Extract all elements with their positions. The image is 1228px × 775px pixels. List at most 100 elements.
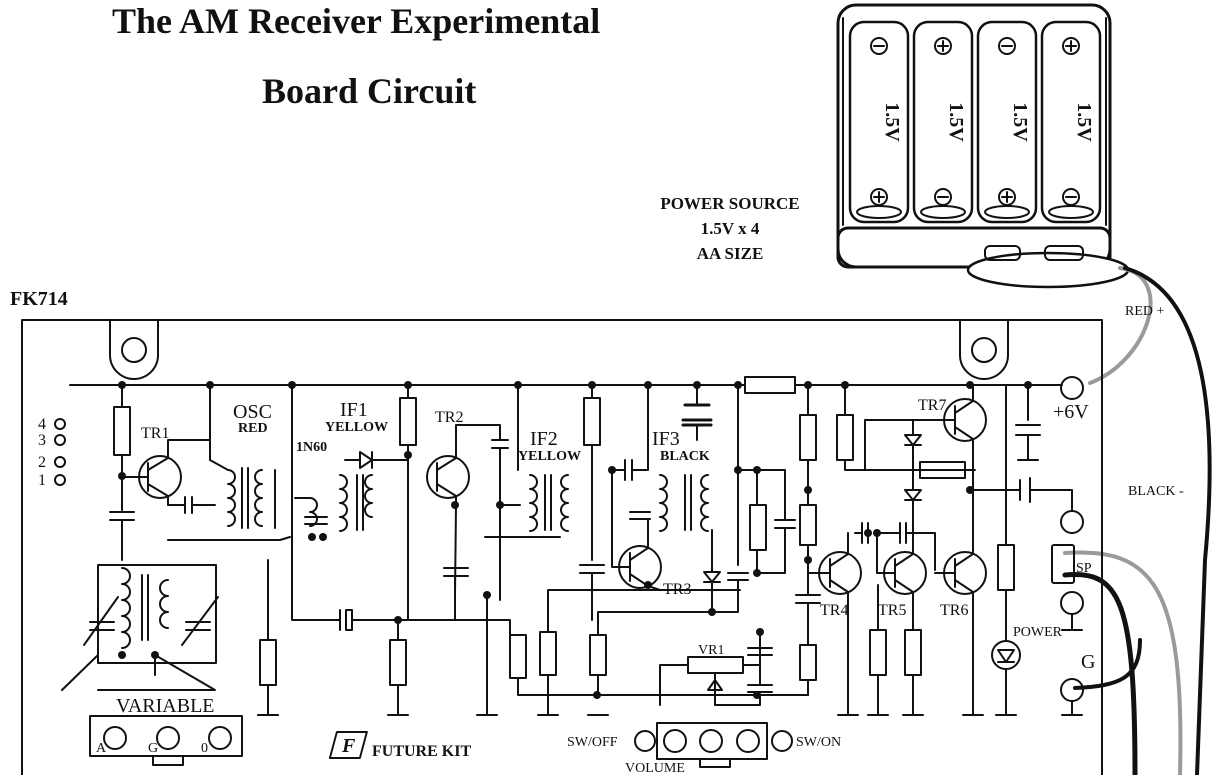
ground-symbols <box>257 459 1029 716</box>
ground-terminal <box>1060 678 1084 702</box>
tr5-label: TR5 <box>878 602 906 619</box>
variable-label: VARIABLE <box>116 695 215 717</box>
if3-color-label: BLACK <box>660 449 710 464</box>
resistor-r-c <box>589 634 607 696</box>
power-led <box>991 639 1021 716</box>
feedback-resistor <box>877 461 966 479</box>
tr4-label: TR4 <box>820 602 848 619</box>
if3-coil <box>629 384 709 532</box>
battery-cell-1 <box>848 20 910 224</box>
vr1-label: VR1 <box>698 643 724 658</box>
pin-1-label: 1 <box>38 472 46 489</box>
tr5-transistor <box>876 532 927 631</box>
black-wire-label: BLACK - <box>1128 484 1184 499</box>
power-source-caption: POWER SOURCE 1.5V x 4 AA SIZE <box>625 191 835 266</box>
variable-a-label: A <box>96 741 107 756</box>
tr5-coupling-caps <box>854 522 936 571</box>
tr1-bias-resistor <box>113 384 131 511</box>
tr7-transistor <box>864 384 987 491</box>
speaker-ground <box>1061 613 1083 631</box>
tr6-transistor <box>934 489 987 716</box>
pin-4-label: 4 <box>38 416 46 433</box>
board-outline <box>21 319 1103 775</box>
tr2-transistor <box>426 424 501 596</box>
board-model: FK714 <box>10 288 68 310</box>
antenna-coil <box>61 564 219 691</box>
filter-cap-1 <box>329 609 511 646</box>
tr3-coupling-cap <box>611 384 649 481</box>
if1-label: IF1 <box>340 399 368 421</box>
osc-coil <box>209 384 276 529</box>
if2-cap <box>579 564 605 621</box>
if3-decouple-cap <box>681 403 713 427</box>
diode-1n60 <box>344 451 409 469</box>
resistor-r-a <box>509 634 809 696</box>
if3-label: IF3 <box>652 428 680 450</box>
osc-wire <box>167 536 291 541</box>
tr1-emitter-cap <box>109 511 135 561</box>
diode-label: 1N60 <box>296 440 327 455</box>
if2-label: IF2 <box>530 428 558 450</box>
pin-3-label: 3 <box>38 432 46 449</box>
agc-resistor <box>387 619 409 716</box>
detector-network <box>737 469 796 574</box>
speaker-wire-gray <box>1063 550 1183 775</box>
volume-connector <box>634 722 793 768</box>
red-wire <box>1088 266 1153 385</box>
red-wire-label: RED + <box>1125 304 1165 319</box>
cell-voltage-3: 1.5V <box>1009 102 1031 142</box>
ground-label: G <box>1081 651 1095 673</box>
coupling-cap-1 <box>167 496 216 514</box>
if1-color-label: YELLOW <box>325 420 388 435</box>
future-kit-logo <box>328 731 368 759</box>
title-line-2: Board Circuit <box>262 71 477 111</box>
plus6v-terminal <box>1060 376 1084 400</box>
bias-diodes <box>904 419 922 536</box>
tr7-label: TR7 <box>918 397 946 414</box>
rail-resistor <box>744 376 796 394</box>
osc-label: OSC <box>233 401 272 423</box>
vr1-caps <box>747 631 773 693</box>
ground-symbol <box>1061 700 1083 716</box>
variable-connector <box>89 715 243 766</box>
tr3-transistor <box>611 469 662 591</box>
volume-label: VOLUME <box>625 761 685 775</box>
tr1-label: TR1 <box>141 425 169 442</box>
speaker-wire-black <box>1062 572 1138 775</box>
power-line-2: 1.5V x 4 <box>700 219 760 238</box>
osc-color-label: RED <box>238 421 268 436</box>
sw-off-label: SW/OFF <box>567 735 618 750</box>
tr2-emitter-cap <box>443 567 498 716</box>
power-electrolytic <box>1015 384 1041 461</box>
title-line-1: The AM Receiver Experimental <box>112 1 601 41</box>
output-electrolytic <box>972 477 1073 511</box>
pin-header <box>54 418 66 486</box>
tr4-electrolytic <box>795 559 821 696</box>
variable-o-label: 0 <box>201 741 208 756</box>
speaker-label: SP <box>1076 561 1092 576</box>
tr3-label: TR3 <box>663 581 691 598</box>
variable-g-label: G <box>148 741 158 756</box>
tr2-bias-resistor <box>399 384 417 621</box>
power-line-3: AA SIZE <box>696 244 764 263</box>
brand-logo-letter: F <box>341 735 356 757</box>
detector-diode <box>703 529 721 613</box>
cell-voltage-4: 1.5V <box>1073 102 1095 142</box>
tr2-label: TR2 <box>435 409 463 426</box>
tr3-bias-resistor <box>583 384 601 561</box>
led-resistor <box>997 384 1015 641</box>
emitter-resistors <box>869 584 922 716</box>
tr1-transistor <box>121 439 211 506</box>
ground-wire <box>1073 638 1142 690</box>
speaker-terminal-2 <box>1060 591 1084 615</box>
black-wire-battery <box>1123 266 1212 775</box>
cell-voltage-2: 1.5V <box>945 102 967 142</box>
tr6-label: TR6 <box>940 602 968 619</box>
sw-on-label: SW/ON <box>796 735 841 750</box>
battery-cell-4 <box>1040 20 1102 224</box>
if1-coil <box>291 384 373 621</box>
power-line-1: POWER SOURCE <box>660 194 800 213</box>
speaker-connector <box>1051 544 1075 584</box>
resistor-r-b <box>537 589 741 716</box>
